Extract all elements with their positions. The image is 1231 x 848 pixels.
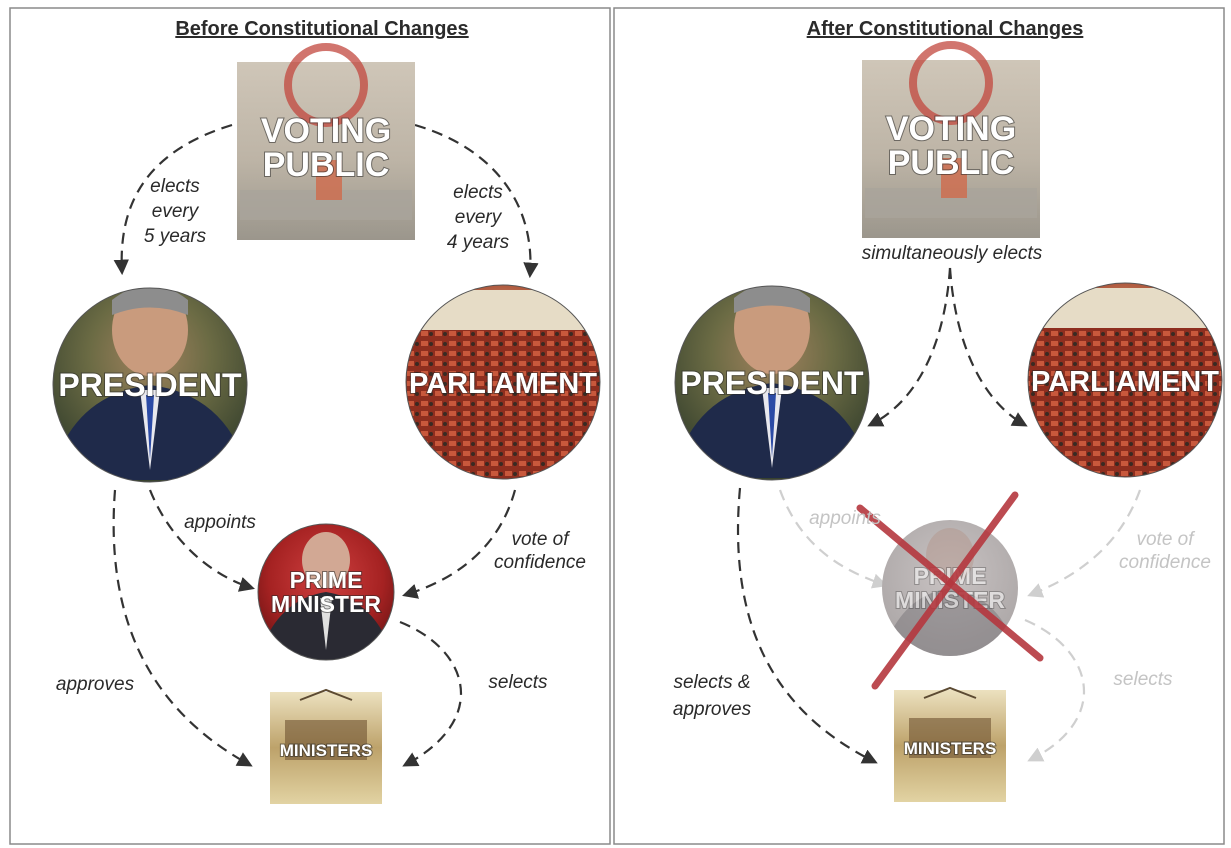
- edge-vote-of-confidence-faded: [1027, 489, 1142, 598]
- voting-public-image-left: [237, 43, 415, 240]
- edge-selects-faded: [1024, 618, 1085, 762]
- prime-minister-image-left: [258, 532, 394, 660]
- edge-appoints-faded: [778, 489, 888, 589]
- label-appoints: appoints: [184, 512, 256, 533]
- edge-selects: [399, 620, 462, 767]
- label-simultaneously-elects: simultaneously elects: [862, 243, 1043, 264]
- label-selects-and-approves: selects &approves: [673, 672, 752, 720]
- edge-elects-president: [113, 123, 233, 276]
- parliament-label-left: PARLIAMENT: [409, 368, 597, 400]
- edge-simultaneously-elects-parliament: [948, 267, 1028, 427]
- president-label-left: PRESIDENT: [58, 367, 242, 403]
- before-title: Before Constitutional Changes: [175, 18, 468, 40]
- right-panel-border: [613, 7, 1225, 845]
- voting-public-image-right: [862, 41, 1040, 238]
- edge-appoints: [148, 489, 255, 592]
- president-label-right: PRESIDENT: [680, 365, 864, 401]
- ministers-image-right: [894, 686, 1006, 802]
- ministers-label-right: MINISTERS: [904, 739, 997, 758]
- president-image-right: [675, 286, 869, 478]
- after-title: After Constitutional Changes: [807, 18, 1084, 40]
- edge-approves: [112, 489, 253, 767]
- parliament-label-right: PARLIAMENT: [1031, 366, 1219, 398]
- prime-minister-removed-x: [856, 491, 1044, 690]
- edge-vote-of-confidence: [402, 489, 517, 599]
- label-approves: approves: [56, 674, 135, 695]
- president-image-left: [53, 288, 247, 480]
- ministers-image-left: [270, 688, 382, 804]
- left-panel-border: [9, 7, 611, 845]
- edge-simultaneously-elects-president: [867, 267, 952, 427]
- label-appoints-faded: appoints: [809, 508, 881, 529]
- ministers-label-left: MINISTERS: [280, 741, 373, 760]
- edge-elects-parliament: [414, 123, 539, 279]
- label-selects-faded: selects: [1113, 669, 1173, 690]
- edge-selects-and-approves: [736, 487, 878, 764]
- label-selects: selects: [488, 672, 548, 693]
